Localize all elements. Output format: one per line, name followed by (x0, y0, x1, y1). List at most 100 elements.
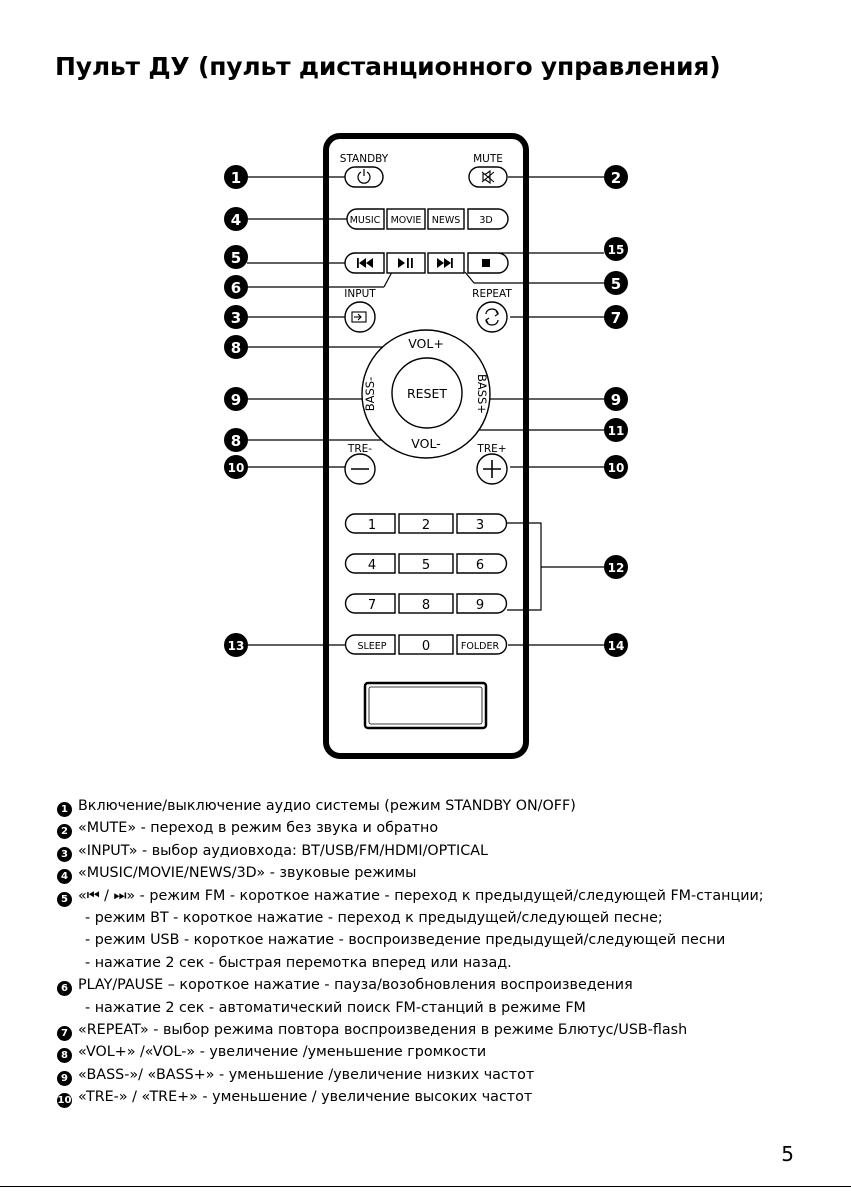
mode-button-news[interactable]: NEWS (427, 208, 465, 230)
folder-button[interactable]: FOLDER (456, 634, 508, 655)
svg-text:11: 11 (608, 424, 625, 438)
remote-diagram: STANDBY MUTE MUSIC MOVIE NEWS 3D (224, 133, 628, 759)
repeat-icon (485, 308, 499, 326)
mute-label: MUTE (473, 153, 503, 165)
callout-marker: 10 (224, 455, 248, 479)
legend-item: 8«VOL+» /«VOL-» - увеличение /уменьшение… (57, 1041, 837, 1064)
legend-item: 9«BASS-»/ «BASS+» - уменьшение /увеличен… (57, 1064, 837, 1086)
stop-button[interactable] (467, 252, 509, 274)
digit-button-4[interactable]: 4 (344, 553, 396, 574)
bass-minus-button[interactable]: BASS- (363, 377, 377, 412)
svg-text:10: 10 (608, 461, 625, 475)
legend-number: 5 (57, 891, 72, 907)
legend-text: «TRE-» / «TRE+» - уменьшение / увеличени… (78, 1089, 533, 1106)
callout-marker: 11 (604, 418, 628, 442)
page-number: 5 (781, 1142, 794, 1166)
callout-marker: 4 (224, 207, 248, 231)
callout-marker: 7 (604, 305, 628, 329)
page-title: Пульт ДУ (пульт дистанционного управлени… (55, 52, 721, 81)
play-pause-button[interactable] (386, 252, 426, 274)
reset-label: RESET (407, 386, 447, 401)
power-icon (357, 169, 371, 184)
battery-compartment-inner (368, 686, 483, 725)
callout-marker: 8 (224, 428, 248, 452)
digit-button-7[interactable]: 7 (344, 593, 396, 614)
callout-marker: 1 (224, 165, 248, 189)
mute-button[interactable] (468, 166, 508, 188)
standby-button[interactable] (344, 166, 384, 188)
tre-plus-label: TRE+ (476, 443, 506, 455)
next-track-icon (437, 258, 453, 268)
tre-minus-label: TRE- (347, 443, 372, 455)
digit-label: 7 (368, 598, 376, 613)
legend-item: 1 Включение/выключение аудио системы (реж… (57, 795, 837, 817)
bass-plus-button[interactable]: BASS+ (475, 374, 489, 414)
legend-text: Включение/выключение аудио системы (режи… (78, 798, 576, 814)
mode-button-movie[interactable]: MOVIE (386, 208, 426, 230)
tre-plus-button[interactable] (476, 453, 508, 485)
tre-minus-button[interactable] (344, 453, 376, 485)
stop-icon (482, 259, 490, 267)
digit-label: 4 (368, 558, 376, 573)
legend-text: «MUSIC/MOVIE/NEWS/3D» - звуковые режимы (78, 865, 417, 882)
reset-button[interactable]: RESET (391, 357, 463, 429)
callout-marker: 14 (604, 633, 628, 657)
footer-rule (0, 1186, 851, 1187)
legend-text: «INPUT» - выбор аудиовхода: BT/USB/FM/HD… (78, 842, 488, 859)
legend-number: 8 (57, 1048, 72, 1064)
input-button[interactable] (344, 301, 376, 333)
legend-text: «REPEAT» - выбор режима повтора воспроиз… (78, 1022, 688, 1039)
digit-button-0[interactable]: 0 (398, 634, 454, 655)
svg-text:14: 14 (608, 639, 625, 653)
digit-button-9[interactable]: 9 (456, 593, 508, 614)
legend-number: 9 (57, 1070, 72, 1086)
play-pause-icon (398, 258, 413, 268)
svg-text:12: 12 (608, 561, 625, 575)
input-icon (351, 311, 367, 323)
repeat-button[interactable] (476, 301, 508, 333)
mode-button-music[interactable]: MUSIC (346, 208, 385, 230)
svg-text:1: 1 (231, 169, 241, 187)
legend-item: - режим BT - короткое нажатие - переход … (57, 907, 837, 929)
digit-button-6[interactable]: 6 (456, 553, 508, 574)
callout-marker: 10 (604, 455, 628, 479)
vol-plus-button[interactable]: VOL+ (408, 336, 444, 351)
next-button[interactable] (427, 252, 465, 274)
digit-label: 5 (422, 558, 430, 573)
legend-text: «MUTE» - переход в режим без звука и обр… (78, 820, 439, 837)
digit-button-3[interactable]: 3 (456, 513, 508, 534)
callout-marker: 9 (224, 387, 248, 411)
legend-item: 2 «MUTE» - переход в режим без звука и об… (57, 817, 837, 840)
mode-button-3d[interactable]: 3D (467, 208, 509, 230)
legend-item: 7«REPEAT» - выбор режима повтора воспрои… (57, 1019, 837, 1042)
mode-button-label: NEWS (432, 215, 461, 226)
legend-number: 1 (57, 802, 72, 817)
svg-text:9: 9 (611, 391, 621, 409)
digit-button-2[interactable]: 2 (398, 513, 454, 534)
mode-button-label: MUSIC (350, 215, 381, 226)
legend-item: - режим USB - короткое нажатие - воспрои… (57, 929, 837, 951)
legend-item: 5«⏮ / ⏭» - режим FM - короткое нажатие -… (57, 885, 837, 907)
digit-button-8[interactable]: 8 (398, 593, 454, 614)
svg-text:2: 2 (611, 169, 621, 187)
callout-marker: 3 (224, 305, 248, 329)
input-label: INPUT (344, 288, 376, 300)
svg-text:5: 5 (611, 275, 621, 293)
vol-minus-button[interactable]: VOL- (411, 436, 440, 451)
svg-text:9: 9 (231, 391, 241, 409)
digit-button-5[interactable]: 5 (398, 553, 454, 574)
previous-button[interactable] (344, 252, 385, 274)
folder-label: FOLDER (461, 641, 500, 652)
legend-number: 6 (57, 981, 72, 997)
mode-button-label: 3D (479, 215, 492, 226)
legend-number: 4 (57, 869, 72, 885)
previous-track-icon (357, 258, 373, 268)
digit-button-1[interactable]: 1 (344, 513, 396, 534)
callout-marker: 5 (604, 271, 628, 295)
legend-number: 2 (57, 824, 72, 840)
svg-text:8: 8 (231, 432, 241, 450)
svg-text:4: 4 (231, 211, 241, 229)
sleep-button[interactable]: SLEEP (344, 634, 396, 655)
legend: 1 Включение/выключение аудио системы (реж… (57, 795, 837, 1109)
sleep-label: SLEEP (357, 641, 386, 652)
